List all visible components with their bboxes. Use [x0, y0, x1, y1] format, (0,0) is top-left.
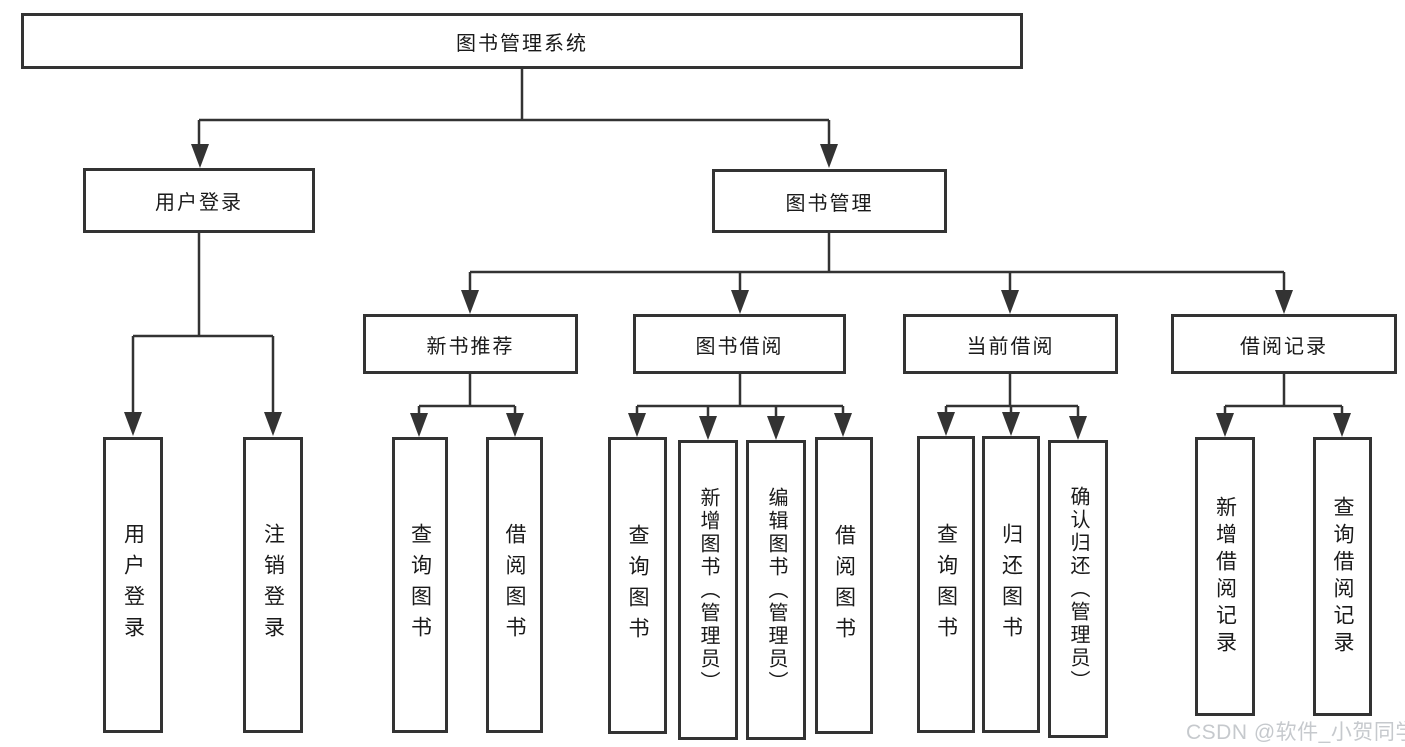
arrowhead-icon	[461, 290, 479, 314]
node-book-mgmt: 图书管理	[712, 169, 947, 233]
node-user-login-label: 用户登录	[155, 192, 243, 214]
leaf-borrow-query-label: 查询图书	[626, 523, 649, 648]
node-borrow-records-label: 借阅记录	[1240, 335, 1328, 358]
leaf-borrow-query: 查询图书	[608, 437, 667, 734]
leaf-current-return: 归还图书	[982, 436, 1040, 733]
arrowhead-icon	[699, 416, 717, 440]
node-root-label: 图书管理系统	[456, 32, 588, 55]
arrowhead-icon	[628, 413, 646, 437]
arrowhead-icon	[1275, 290, 1293, 314]
leaf-record-add: 新增借阅记录	[1195, 437, 1255, 716]
node-book-borrow-label: 图书借阅	[695, 335, 784, 358]
arrowhead-icon	[1216, 413, 1234, 437]
arrowhead-icon	[767, 416, 785, 440]
leaf-current-confirm-admin: 确认归还（管理员）	[1048, 440, 1108, 738]
leaf-newbook-borrow-label: 借阅图书	[503, 523, 526, 647]
arrowhead-icon	[937, 412, 955, 436]
leaf-borrow-edit-admin: 编辑图书（管理员）	[746, 440, 806, 740]
watermark: CSDN @软件_小贺同学	[1186, 721, 1405, 744]
arrowhead-icon	[506, 413, 524, 437]
node-user-login: 用户登录	[83, 168, 315, 233]
arrowhead-icon	[834, 413, 852, 437]
leaf-borrow-add-admin: 新增图书（管理员）	[678, 440, 738, 740]
arrowhead-icon	[731, 290, 749, 314]
leaf-user-login: 用户登录	[103, 437, 163, 733]
leaf-record-add-label: 新增借阅记录	[1213, 495, 1237, 658]
leaf-current-query: 查询图书	[917, 436, 975, 733]
leaf-current-confirm-admin-label: 确认归还（管理员）	[1067, 485, 1089, 693]
connector-borrowrecords-to-leaves	[1223, 374, 1344, 420]
node-current-borrow-label: 当前借阅	[966, 335, 1055, 358]
node-root: 图书管理系统	[21, 13, 1023, 69]
node-book-borrow: 图书借阅	[633, 314, 846, 374]
leaf-current-query-label: 查询图书	[934, 522, 958, 647]
node-borrow-records: 借阅记录	[1171, 314, 1397, 374]
arrowhead-icon	[1002, 412, 1020, 436]
leaf-borrow-borrow: 借阅图书	[815, 437, 873, 734]
arrowhead-icon	[820, 144, 838, 168]
arrowhead-icon	[1001, 290, 1019, 314]
leaf-logout: 注销登录	[243, 437, 303, 733]
leaf-record-query: 查询借阅记录	[1313, 437, 1372, 716]
leaf-borrow-edit-admin-label: 编辑图书（管理员）	[765, 486, 787, 694]
arrowhead-icon	[1069, 416, 1087, 440]
leaf-record-query-label: 查询借阅记录	[1331, 495, 1354, 658]
arrowheads	[124, 144, 1351, 440]
node-book-mgmt-label: 图书管理	[785, 192, 874, 215]
connector-bookborrow-to-leaves	[635, 374, 845, 422]
leaf-borrow-add-admin-label: 新增图书（管理员）	[697, 486, 719, 694]
arrowhead-icon	[124, 412, 142, 436]
node-new-book-rec: 新书推荐	[363, 314, 578, 374]
connector-userlogin-to-leaves	[131, 233, 275, 420]
arrowhead-icon	[264, 412, 282, 436]
leaf-borrow-borrow-label: 借阅图书	[832, 523, 856, 648]
connector-root-to-level2	[197, 69, 831, 150]
arrowhead-icon	[191, 144, 209, 168]
arrowhead-icon	[1333, 413, 1351, 437]
connector-bookmgmt-to-level3	[468, 233, 1286, 296]
leaf-newbook-query: 查询图书	[392, 437, 448, 733]
leaf-newbook-query-label: 查询图书	[408, 523, 432, 647]
leaf-user-login-label: 用户登录	[121, 523, 145, 647]
node-new-book-rec-label: 新书推荐	[426, 335, 515, 358]
node-current-borrow: 当前借阅	[903, 314, 1118, 374]
leaf-logout-label: 注销登录	[261, 523, 285, 647]
connector-newbookrec-to-leaves	[417, 374, 517, 420]
leaf-newbook-borrow: 借阅图书	[486, 437, 543, 733]
arrowhead-icon	[410, 413, 428, 437]
leaf-current-return-label: 归还图书	[999, 522, 1023, 647]
